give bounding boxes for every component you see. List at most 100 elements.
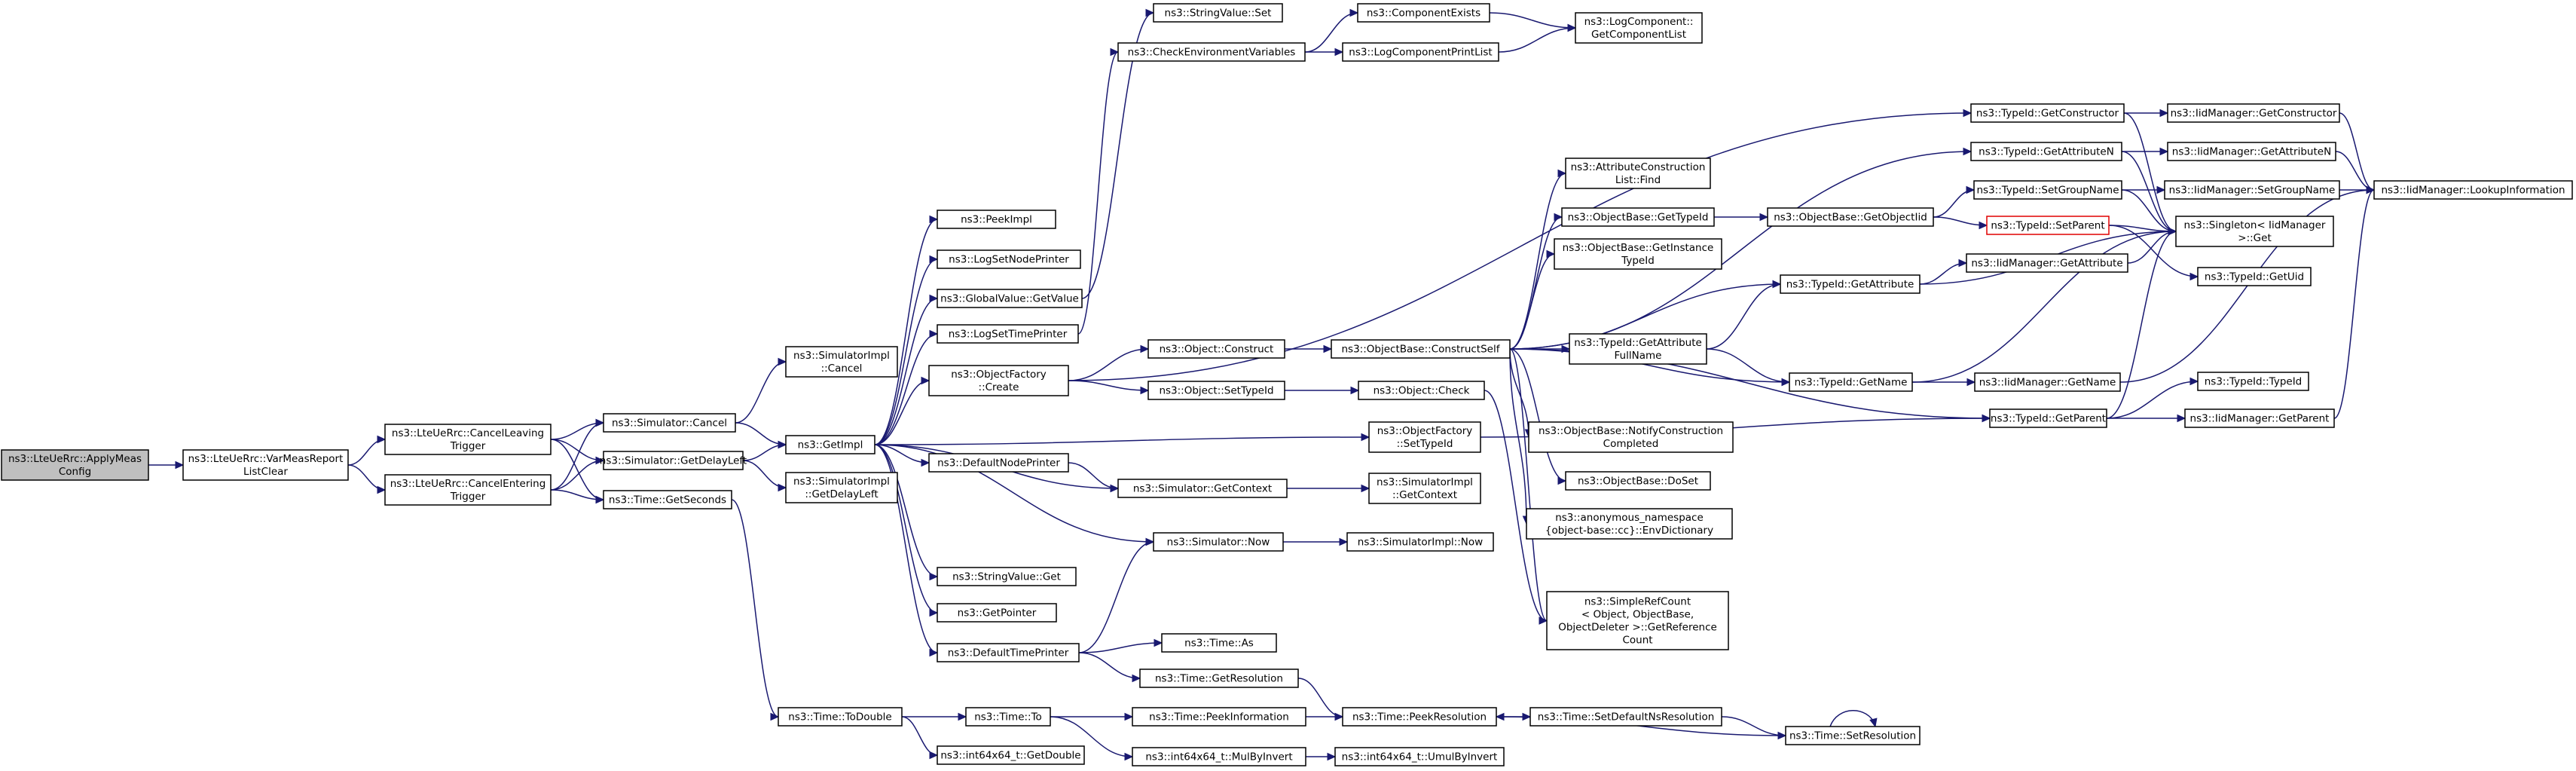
function-node-objectFactoryCreate[interactable]: ns3::ObjectFactory::Create (928, 365, 1069, 396)
function-node-timeGetSeconds[interactable]: ns3::Time::GetSeconds (603, 490, 732, 509)
function-node-singletonGet[interactable]: ns3::Singleton< IidManager >::Get (2175, 216, 2334, 247)
function-node-timeGetResolution[interactable]: ns3::Time::GetResolution (1139, 669, 1299, 688)
function-node-objectFactorySetTypeId[interactable]: ns3::ObjectFactory::SetTypeId (1368, 421, 1481, 453)
function-node-typeIdTypeId[interactable]: ns3::TypeId::TypeId (2197, 372, 2309, 391)
function-node-typeIdSetParent[interactable]: ns3::TypeId::SetParent (1986, 216, 2110, 235)
function-node-objectBaseDoSet[interactable]: ns3::ObjectBase::DoSet (1565, 471, 1711, 491)
node-label-line: ns3::TypeId::GetConstructor (1976, 108, 2119, 120)
function-node-peekImpl[interactable]: ns3::PeekImpl (937, 210, 1056, 229)
function-node-typeIdGetUid[interactable]: ns3::TypeId::GetUid (2197, 267, 2312, 286)
function-node-iidGetConstructor[interactable]: ns3::IidManager::GetConstructor (2167, 103, 2340, 123)
function-node-typeIdGetParent[interactable]: ns3::TypeId::GetParent (1989, 408, 2107, 428)
function-node-objectBaseGetObjectIid[interactable]: ns3::ObjectBase::GetObjectIid (1767, 207, 1934, 227)
edge-typeIdSetGroupName-to-iidSetGroupName (2122, 185, 2166, 194)
edge-globalValueGetValue-to-stringValueSet (1081, 8, 1155, 299)
function-node-simImplNow[interactable]: ns3::SimulatorImpl::Now (1346, 532, 1494, 552)
node-box (1117, 42, 1306, 62)
node-box (1147, 381, 1285, 400)
function-node-componentExists[interactable]: ns3::ComponentExists (1357, 3, 1490, 23)
edge-typeIdGetConstructor-to-singletonGet (2123, 112, 2177, 236)
function-node-simpleRefCount[interactable]: ns3::SimpleRefCount< Object, ObjectBase,… (1546, 591, 1729, 650)
node-box (1966, 253, 2128, 273)
edge-defaultTimePrinter-to-timeAs (1078, 638, 1163, 653)
node-label-line: ns3::Object::SetTypeId (1159, 385, 1273, 397)
function-node-simGetContext[interactable]: ns3::Simulator::GetContext (1117, 479, 1288, 498)
function-node-iidGetParent[interactable]: ns3::IidManager::GetParent (2184, 408, 2335, 428)
function-node-int64UmulByInvert[interactable]: ns3::int64x64_t::UmulByInvert (1334, 747, 1505, 766)
function-node-typeIdGetName[interactable]: ns3::TypeId::GetName (1789, 372, 1913, 392)
function-node-objectBaseGetTypeId[interactable]: ns3::ObjectBase::GetTypeId (1561, 207, 1715, 227)
function-node-typeIdGetConstructor[interactable]: ns3::TypeId::GetConstructor (1970, 103, 2125, 123)
function-node-simNow[interactable]: ns3::Simulator::Now (1153, 532, 1284, 552)
function-node-logSetTimePrinter[interactable]: ns3::LogSetTimePrinter (937, 324, 1079, 344)
function-node-globalValueGetValue[interactable]: ns3::GlobalValue::GetValue (937, 289, 1083, 308)
function-node-getImpl[interactable]: ns3::GetImpl (785, 435, 875, 454)
function-node-typeIdGetAttribute[interactable]: ns3::TypeId::GetAttribute (1780, 274, 1921, 294)
function-node-stringValueSet[interactable]: ns3::StringValue::Set (1153, 3, 1283, 23)
node-label-line: ns3::ObjectBase::ConstructSelf (1342, 344, 1501, 356)
function-node-simCancel[interactable]: ns3::Simulator::Cancel (603, 413, 736, 433)
node-label-line: ns3::GetImpl (798, 439, 863, 451)
function-node-checkEnv[interactable]: ns3::CheckEnvironmentVariables (1117, 42, 1306, 62)
edge-logComponentPrintList-to-logComponentGetList (1498, 23, 1577, 53)
node-box (1132, 747, 1306, 766)
function-node-logComponentPrintList[interactable]: ns3::LogComponentPrintList (1342, 42, 1499, 62)
node-label-line: Config (59, 466, 91, 478)
node-label-line: ns3::DefaultNodePrinter (937, 457, 1060, 470)
function-node-int64MulByInvert[interactable]: ns3::int64x64_t::MulByInvert (1132, 747, 1306, 766)
function-node-timeTo[interactable]: ns3::Time::To (965, 707, 1051, 727)
function-node-logSetNodePrinter[interactable]: ns3::LogSetNodePrinter (937, 249, 1081, 269)
function-node-typeIdSetGroupName[interactable]: ns3::TypeId::SetGroupName (1973, 180, 2122, 200)
edge-getImpl-to-globalValueGetValue (874, 294, 939, 445)
function-node-iidGetAttributeN[interactable]: ns3::IidManager::GetAttributeN (2167, 142, 2336, 161)
function-node-iidSetGroupName[interactable]: ns3::IidManager::SetGroupName (2164, 180, 2340, 200)
node-label-line: ns3::Time::SetResolution (1789, 730, 1916, 742)
function-node-objectBaseNotify[interactable]: ns3::ObjectBase::NotifyConstructionCompl… (1528, 421, 1734, 453)
function-node-defaultNodePrinter[interactable]: ns3::DefaultNodePrinter (928, 453, 1069, 473)
function-node-simImplGetContext[interactable]: ns3::SimulatorImpl::GetContext (1368, 473, 1481, 504)
function-node-simImplCancel[interactable]: ns3::SimulatorImpl::Cancel (785, 346, 898, 378)
node-label-line: {object-base::cc}::EnvDictionary (1545, 525, 1713, 537)
function-node-objectBaseConstructSelf[interactable]: ns3::ObjectBase::ConstructSelf (1331, 339, 1511, 359)
edge-objectBaseConstructSelf-to-objectBaseDoSet (1509, 348, 1567, 485)
function-node-defaultTimePrinter[interactable]: ns3::DefaultTimePrinter (937, 643, 1080, 662)
function-node-getPointer[interactable]: ns3::GetPointer (937, 603, 1057, 623)
function-node-stringValueGet[interactable]: ns3::StringValue::Get (937, 567, 1077, 586)
function-node-timeSetResolution[interactable]: ns3::Time::SetResolution (1785, 726, 1921, 745)
node-box (1973, 180, 2122, 200)
function-node-simGetDelayLeft[interactable]: ns3::Simulator::GetDelayLeft (600, 451, 747, 470)
function-node-timePeekInformation[interactable]: ns3::Time::PeekInformation (1132, 707, 1306, 727)
edges-layer (148, 8, 2376, 761)
function-node-logComponentGetList[interactable]: ns3::LogComponent::GetComponentList (1575, 12, 1703, 44)
function-node-iidLookupInformation[interactable]: ns3::IidManager::LookupInformation (2373, 180, 2573, 200)
function-node-anonEnvDictionary[interactable]: ns3::anonymous_namespace{object-base::cc… (1526, 508, 1733, 540)
function-node-timePeekResolution[interactable]: ns3::Time::PeekResolution (1342, 707, 1497, 727)
function-node-simImplGetDelayLeft[interactable]: ns3::SimulatorImpl::GetDelayLeft (785, 472, 898, 503)
node-label-line: ns3::Singleton< IidManager (2184, 219, 2326, 231)
function-node-typeIdGetAttributeN[interactable]: ns3::TypeId::GetAttributeN (1970, 142, 2122, 161)
function-node-iidGetAttribute[interactable]: ns3::IidManager::GetAttribute (1966, 253, 2128, 273)
function-node-objectCheck[interactable]: ns3::Object::Check (1358, 381, 1485, 400)
node-box (603, 413, 736, 433)
node-box (1334, 747, 1505, 766)
node-label-line: ns3::ObjectFactory (951, 369, 1047, 381)
node-box (1368, 473, 1481, 504)
function-node-objectSetTypeId[interactable]: ns3::Object::SetTypeId (1147, 381, 1285, 400)
node-label-line: ns3::int64x64_t::GetDouble (940, 750, 1080, 762)
node-label-line: ns3::StringValue::Set (1165, 8, 1272, 20)
function-node-timeAs[interactable]: ns3::Time::As (1161, 633, 1277, 653)
function-node-int64GetDouble[interactable]: ns3::int64x64_t::GetDouble (937, 745, 1085, 765)
function-node-objectConstruct[interactable]: ns3::Object::Construct (1147, 339, 1285, 359)
function-node-timeToDouble[interactable]: ns3::Time::ToDouble (778, 707, 903, 727)
edge-defaultTimePrinter-to-timeGetResolution (1078, 652, 1141, 683)
function-node-iidGetName[interactable]: ns3::IidManager::GetName (1974, 372, 2121, 392)
function-node-timeSetDefaultNsResolution[interactable]: ns3::Time::SetDefaultNsResolution (1529, 707, 1722, 727)
